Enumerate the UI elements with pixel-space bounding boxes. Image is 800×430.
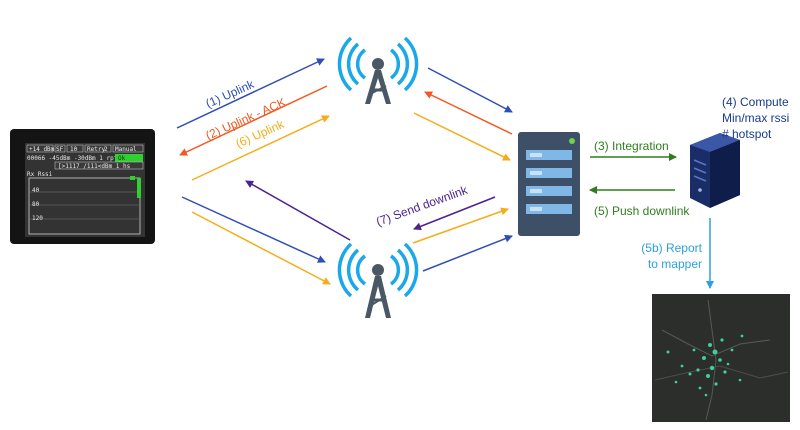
arrow-top-gateway-uplink6-to-server <box>413 112 511 161</box>
tester-hotspot-line: [>1117 /111<dBm 1 hs <box>58 163 131 170</box>
arrow-uplink6-to-bottom-gateway <box>191 211 331 285</box>
arrow-bottom-gateway-to-server <box>422 234 513 272</box>
tester-graph-title: Rx Rssi <box>27 171 53 178</box>
tester-tick-80: 80 <box>32 201 40 208</box>
arrow-top-gateway-to-server <box>427 67 513 113</box>
radio-tower-icon <box>337 36 419 104</box>
field-tester-icon: +14 dBm SF 10 Retry 2 Manual 00066 -45dB… <box>10 129 155 244</box>
tester-ok-text: Ok <box>118 155 126 162</box>
arrow-uplink-to-bottom-gateway <box>181 196 326 263</box>
arrow-bottom-gateway-uplink6-to-server <box>412 207 509 244</box>
tester-rssi-bar <box>137 178 141 198</box>
tester-tick-120: 120 <box>32 215 43 222</box>
radio-tower-bottom <box>337 242 419 318</box>
tester-retry-label: Retry <box>87 146 105 153</box>
arrow-uplink6-to-top-gateway <box>191 115 330 181</box>
label-compute-line1: (4) Compute <box>722 95 789 109</box>
label-send-downlink: (7) Send downlink <box>374 182 470 228</box>
server-icon <box>518 132 580 236</box>
coverage-map-icon <box>652 294 790 422</box>
label-compute-line3: # hotspot <box>722 127 772 141</box>
tester-power: +14 dBm <box>29 146 55 153</box>
tester-retry-value: 2 <box>104 146 108 153</box>
arrow-server-downlink-to-gateway <box>413 196 496 231</box>
radio-tower-icon <box>337 242 419 318</box>
map-coverage-points <box>666 334 744 397</box>
tester-tick-40: 40 <box>32 187 40 194</box>
radio-tower-top <box>337 36 419 104</box>
map-background <box>652 294 790 422</box>
tester-ok-badge <box>115 154 143 162</box>
arrow-ack-to-tester <box>179 85 328 156</box>
arrow-server-ack-to-top-gateway <box>424 91 513 135</box>
label-compute-line2: Min/max rssi <box>722 111 789 125</box>
tester-status-line: 00066 -45dBm -30dBm 1 rpt <box>27 155 118 162</box>
arrow-downlink-to-tester <box>245 180 351 241</box>
tester-sf-value: 10 <box>70 146 78 153</box>
tester-sf-label: SF <box>56 146 64 153</box>
tester-mode: Manual <box>115 146 137 153</box>
label-push-downlink: (5) Push downlink <box>594 204 690 218</box>
label-report-line2: to mapper <box>648 257 702 271</box>
server-icon <box>690 133 740 208</box>
cloud-server <box>690 133 740 208</box>
arrow-uplink-to-top-gateway <box>176 58 325 129</box>
label-report-line1: (5b) Report <box>641 241 702 255</box>
label-integration: (3) Integration <box>594 139 669 153</box>
lns-server <box>518 132 580 236</box>
tester-graph-frame <box>28 177 141 235</box>
